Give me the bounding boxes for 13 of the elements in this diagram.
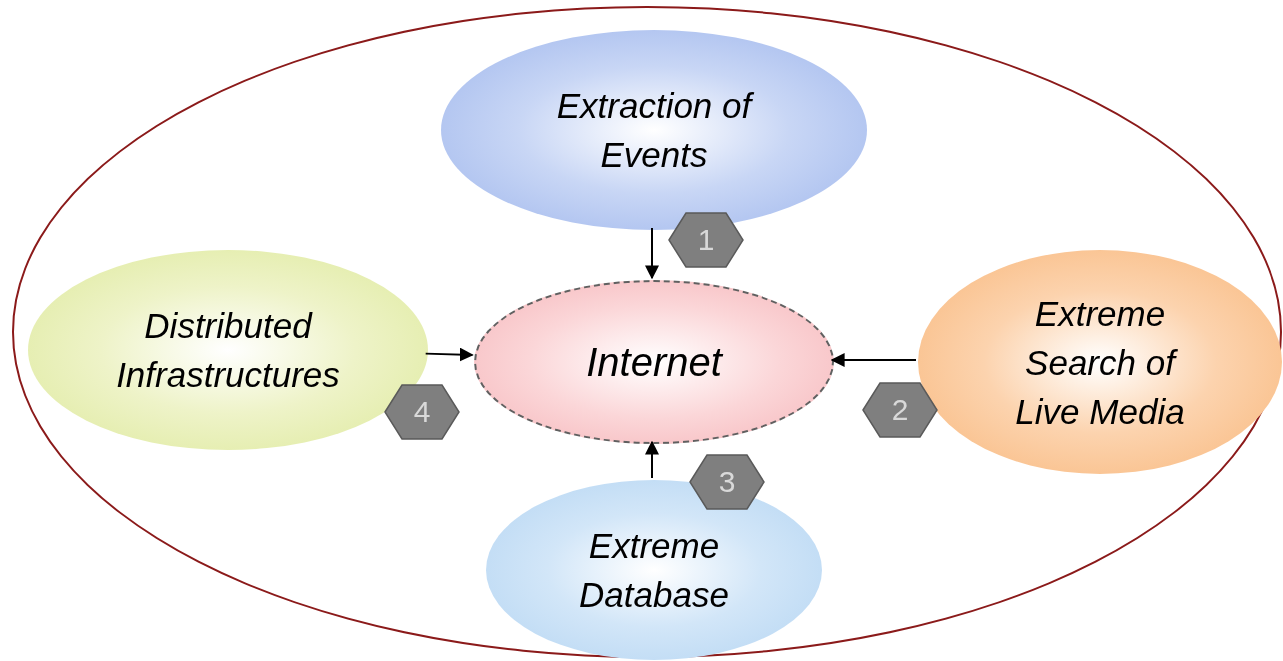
arrow <box>424 347 474 362</box>
topic-label: Extreme Database <box>578 525 730 616</box>
arrow <box>645 227 659 280</box>
step-number: 1 <box>697 225 715 255</box>
step-number: 3 <box>718 467 736 497</box>
arrow <box>645 440 659 479</box>
topic-label: Distributed Infrastructures <box>115 305 341 396</box>
topic-label: Extreme Search of Live Media <box>1014 292 1186 433</box>
topic-label: Extraction of Events <box>555 85 755 176</box>
arrow <box>830 353 917 367</box>
step-number: 2 <box>891 395 909 425</box>
topic-label: Internet <box>585 339 724 386</box>
step-number: 4 <box>413 397 431 427</box>
